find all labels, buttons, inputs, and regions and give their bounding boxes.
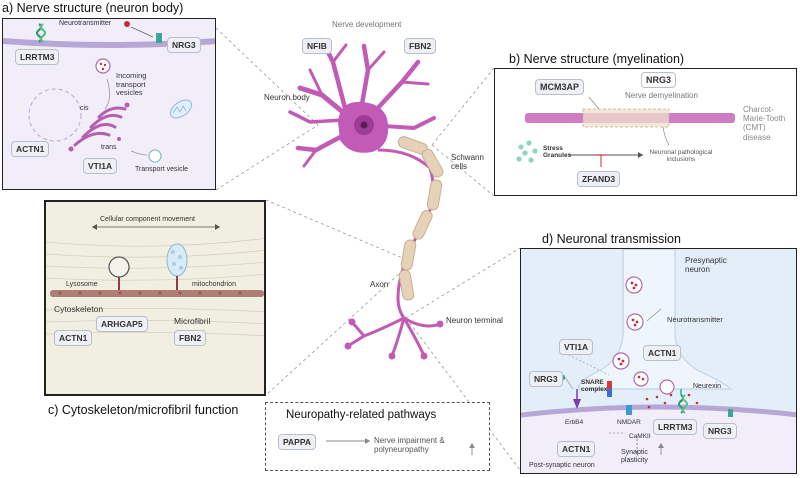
- a-incoming-label: Incoming transport vesicles: [116, 71, 147, 98]
- d-postsynaptic-label: Post-synaptic neuron: [529, 462, 595, 469]
- c-cytoskeleton-label: Cytoskeleton: [54, 304, 104, 314]
- b-inclusions-label: Neuronal pathological inclusions: [649, 149, 713, 164]
- pathways-outcome-label: Nerve impairment & polyneuropathy: [374, 436, 445, 455]
- b-nerve-demyelination-label: Nerve demyelination: [625, 91, 698, 100]
- d-camkii-label: CaMKII: [629, 433, 651, 440]
- d-gene-nrg3-right: NRG3: [703, 423, 737, 439]
- d-gene-actn1-post: ACTN1: [557, 441, 596, 457]
- pathways-title: Neuropathy-related pathways: [286, 409, 437, 421]
- d-presynaptic-label: Presynaptic neuron: [685, 256, 727, 275]
- d-gene-lrrtm3: LRRTM3: [653, 419, 698, 435]
- d-neurotransmitter-label: Neurotransmitter: [667, 315, 723, 324]
- pathways-arrow: [326, 438, 475, 455]
- d-gene-actn1-pre: ACTN1: [643, 345, 682, 361]
- d-nmdar-label: NMDAR: [617, 419, 641, 426]
- panel-c: Cellular component movement Lysosome mit…: [44, 200, 266, 396]
- a-trans-label: trans: [101, 144, 117, 151]
- a-gene-lrrtm3: LRRTM3: [15, 49, 60, 65]
- neuron-terminal-label: Neuron terminal: [446, 316, 503, 325]
- d-erbb4-label: ErbB4: [565, 419, 584, 426]
- b-gene-mcm3ap: MCM3AP: [535, 79, 585, 95]
- panel-c-title: c) Cytoskeleton/microfibril function: [48, 403, 239, 417]
- pathways-gene-pappa: PAPPA: [278, 434, 317, 450]
- panel-b-title: b) Nerve structure (myelination): [509, 52, 685, 66]
- c-microfibril-label: Microfibril: [174, 316, 211, 326]
- c-movement-label: Cellular component movement: [100, 216, 195, 223]
- panel-a: Neurotransmitter NRG3 LRRTM3 Incoming tr…: [2, 18, 216, 190]
- gene-nfib: NFIB: [302, 38, 332, 54]
- panel-a-title: a) Nerve structure (neuron body): [2, 1, 184, 15]
- c-mitochondrion-label: mitochondrion: [192, 281, 236, 288]
- b-cmt-label: Charcot-Marie-Tooth (CMT) disease: [743, 105, 786, 142]
- neuron-body-label: Neuron body: [264, 93, 310, 102]
- a-neurotransmitter-label: Neurotransmitter: [59, 20, 112, 27]
- panel-c-graphic: [46, 224, 264, 337]
- b-gene-zfand3: ZFAND3: [577, 171, 621, 187]
- c-gene-arhgap5: ARHGAP5: [96, 316, 148, 332]
- a-gene-nrg3: NRG3: [167, 37, 201, 53]
- d-snare-label: SNARE complex: [581, 379, 608, 394]
- pathways-box: Neuropathy-related pathways PAPPA Nerve …: [265, 402, 490, 471]
- b-gene-nrg3: NRG3: [641, 72, 677, 88]
- panel-d-title: d) Neuronal transmission: [542, 232, 681, 246]
- nerve-development-label: Nerve development: [332, 20, 402, 29]
- panel-b: MCM3AP NRG3 Nerve demyelination Charcot-…: [494, 68, 797, 196]
- panel-b-graphic: [516, 96, 735, 167]
- schwann-label: Schwann cells: [451, 153, 484, 172]
- d-gene-vti1a: VTI1A: [559, 339, 594, 355]
- c-lysosome-label: Lysosome: [66, 281, 98, 288]
- c-gene-actn1: ACTN1: [54, 330, 93, 346]
- d-gene-nrg3-left: NRG3: [529, 371, 563, 387]
- gene-fbn2-center: FBN2: [404, 38, 437, 54]
- panel-d: Presynaptic neuron Neurotransmitter VTI1…: [520, 248, 797, 474]
- c-gene-fbn2: FBN2: [174, 330, 207, 346]
- a-transport-vesicle-label: Transport vesicle: [135, 166, 189, 173]
- a-gene-vti1a: VTI1A: [83, 158, 118, 174]
- d-neurexin-label: Neurexin: [693, 383, 722, 390]
- axon-label: Axon: [370, 280, 389, 289]
- a-cis-label: cis: [80, 105, 89, 112]
- d-synaptic-label: Synaptic plasticity: [621, 449, 648, 465]
- b-stress-granules-label: Stress Granules: [543, 145, 572, 160]
- a-gene-actn1: ACTN1: [11, 141, 50, 157]
